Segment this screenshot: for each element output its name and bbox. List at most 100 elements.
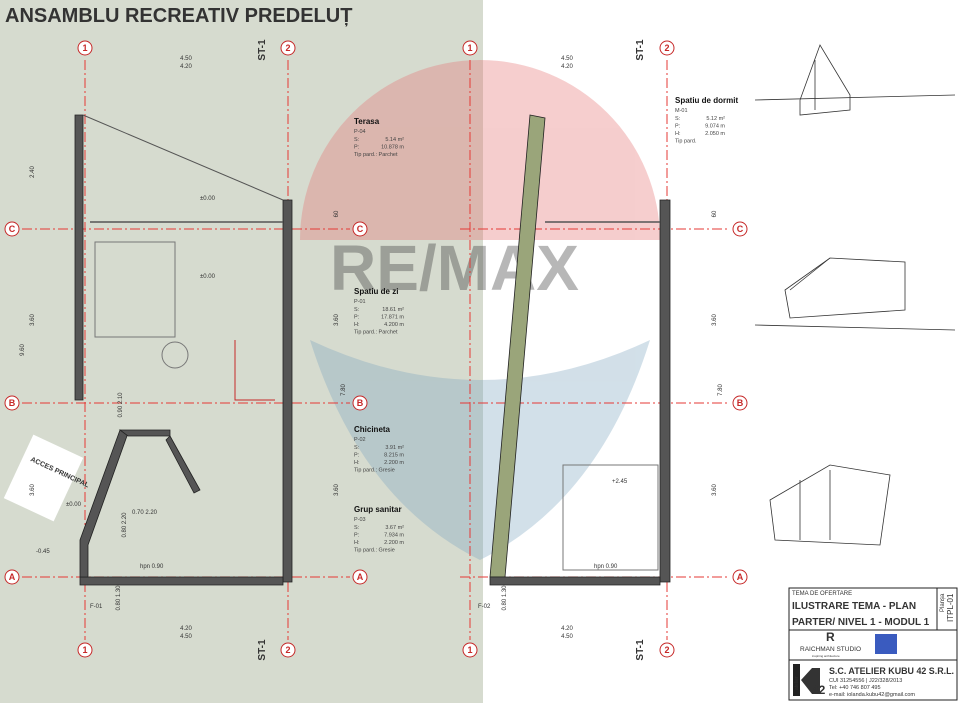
room-metric-key: S: [354, 137, 360, 143]
dimension-label: 3.60 [334, 314, 340, 326]
grid-bubble-right: C [352, 221, 368, 237]
grid-bubble-top-label: 1 [82, 43, 87, 53]
room-metric-key: H: [354, 322, 360, 328]
room-metric-value: 9.074 m [705, 124, 725, 130]
sketch-exterior-1 [754, 44, 956, 116]
page-title: ANSAMBLU RECREATIV PREDELUȚ [5, 5, 352, 27]
grid-bubble-top: 2 [280, 40, 296, 56]
grid-bubble-bottom-circle [659, 642, 675, 658]
dimension-label: 60 [334, 210, 340, 217]
level-marker: ±0.00 [66, 502, 82, 508]
sheet-code: ITPL-01 [946, 593, 955, 622]
grid-bubble-right: A [352, 569, 368, 585]
sofa [94, 241, 176, 338]
grid-bubble-bottom: 2 [280, 642, 296, 658]
room-metric-key: S: [675, 116, 681, 122]
grid-bubble-bottom: 2 [659, 642, 675, 658]
grid-bubble-right-plan: B [732, 395, 748, 411]
grid-bubble-top-label: 1 [467, 43, 472, 53]
grid-bubble-right-plan-circle [732, 569, 748, 585]
watermark-balloon-bottom [310, 340, 650, 560]
dimension-label: 3.60 [712, 484, 718, 496]
grid-bubble-right-plan-label: B [737, 398, 744, 408]
grid-bubble-bottom: 1 [77, 642, 93, 658]
room-floor: Tip pard.: Parchet [354, 330, 398, 336]
grid-bubble-top: 2 [659, 40, 675, 56]
section-marker-st1: ST-1 [257, 39, 268, 61]
dimension-label: 4.50 [180, 634, 192, 640]
title-subtitle: TEMA DE OFERTARE [792, 591, 852, 597]
level-marker: ±0.00 [200, 196, 216, 202]
room-metric-value: 2.200 m [384, 460, 404, 466]
dimension-label: 3.60 [30, 484, 36, 496]
grid-bubble-left-circle [4, 569, 20, 585]
room-metric-value: 3.91 m² [385, 445, 404, 451]
room-name: Spatiu de zi [354, 287, 398, 296]
room-metric-value: 3.67 m² [385, 525, 404, 531]
window-size-label: 0.80 1.30 [116, 585, 122, 611]
room-metric-value: 2.200 m [384, 540, 404, 546]
perspective-sketches [754, 44, 956, 546]
room-name: Chicineta [354, 425, 391, 434]
room-metric-value: 4.200 m [384, 322, 404, 328]
watermark-text: RE/MAX [330, 232, 579, 304]
title-line-2: PARTER/ NIVEL 1 - MODUL 1 [792, 617, 930, 628]
company-line-3: e-mail: iolanda.kubu42@gmail.com [829, 692, 915, 698]
dimension-label: 7.80 [718, 384, 724, 396]
room-floor: Tip pard. [675, 139, 697, 145]
room-floor: Tip pard.: Gresie [354, 468, 395, 474]
grid-bubble-left-label: B [9, 398, 16, 408]
window-label: F-02 [478, 604, 491, 610]
section-marker-st1: ST-1 [257, 639, 268, 661]
bed [562, 464, 659, 571]
grid-bubble-top-label: 2 [285, 43, 290, 53]
room-code: P-04 [354, 129, 366, 135]
room-metric-key: H: [354, 460, 360, 466]
kubu-logo-bar [793, 664, 800, 696]
room-code: M-01 [675, 108, 688, 114]
grid-bubble-right-plan-circle [732, 395, 748, 411]
room-label: Spatiu de ziP-01S:18.61 m²P:17.871 mH:4.… [354, 287, 404, 336]
room-metric-value: 8.215 m [384, 453, 404, 459]
room-metric-value: 10.878 m [381, 145, 404, 151]
remax-watermark: RE/MAX [300, 60, 660, 560]
room-metric-key: P: [354, 453, 360, 459]
room-metric-key: P: [354, 315, 360, 321]
grid-bubble-right-circle [352, 569, 368, 585]
grid-bubble-bottom: 1 [462, 642, 478, 658]
room-metric-key: S: [354, 307, 360, 313]
grid-bubble-right-plan: A [732, 569, 748, 585]
dimension-label: 9.60 [20, 344, 26, 356]
kubu-logo-text: atelier [794, 676, 800, 690]
grid-bubble-bottom-circle [77, 642, 93, 658]
watermark-balloon-top [300, 60, 660, 240]
grid-bubble-right-label: A [357, 572, 364, 582]
room-code: P-01 [354, 299, 366, 305]
room-metric-key: P: [354, 145, 360, 151]
grid-bubble-bottom-label: 2 [664, 645, 669, 655]
grid-bubble-left-label: C [9, 224, 16, 234]
room-metric-key: P: [354, 533, 360, 539]
grid-bubble-right: B [352, 395, 368, 411]
studio-certificate-icon [875, 634, 897, 654]
level-marker: -0.45 [36, 549, 50, 555]
sketch-section-3d [769, 464, 891, 546]
title-line-1: ILUSTRARE TEMA - PLAN [792, 601, 916, 612]
studio-name: RAICHMAN STUDIO [800, 646, 861, 653]
grid-bubble-top-circle [659, 40, 675, 56]
dimension-label: 4.20 [561, 626, 573, 632]
door-size-label: 0.80 2.20 [122, 512, 128, 538]
right-plan-walls [489, 114, 671, 586]
grid-bubble-top-circle [77, 40, 93, 56]
door-label: hpn 0.90 [140, 564, 164, 570]
room-metric-value: 5.14 m² [385, 137, 404, 143]
left-plan-walls [74, 114, 293, 586]
grid-bubble-top-circle [280, 40, 296, 56]
title-block: TEMA DE OFERTARE ILUSTRARE TEMA - PLAN P… [788, 587, 958, 701]
room-metric-value: 18.61 m² [382, 307, 404, 313]
